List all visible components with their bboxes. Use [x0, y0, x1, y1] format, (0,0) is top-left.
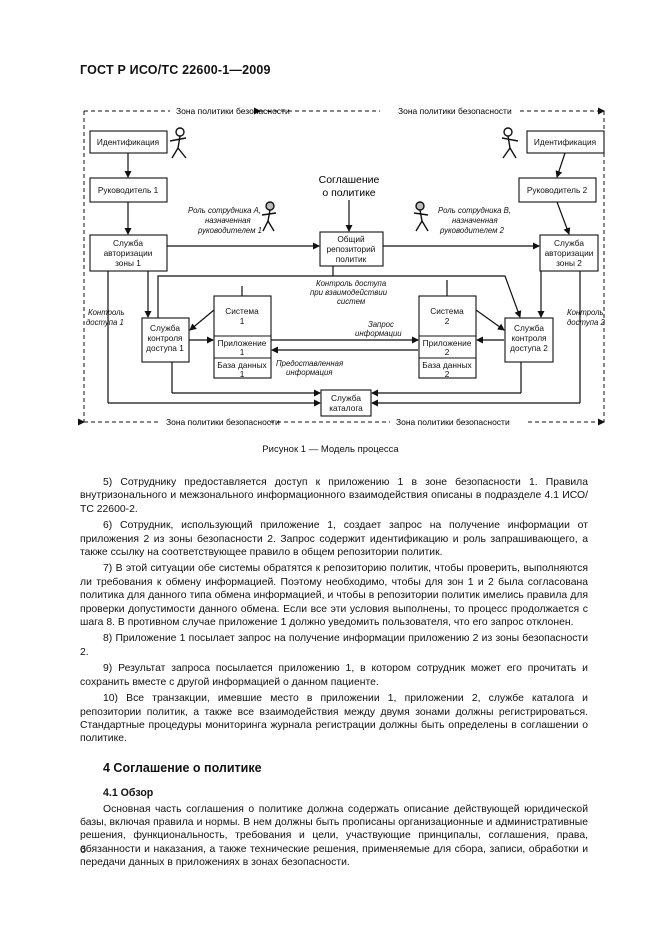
person-icon-role-b — [413, 201, 429, 232]
repo-l2: репозиторий — [327, 244, 376, 254]
access-right-l2: доступа 2 — [567, 318, 606, 327]
policy-agreement-l1: Соглашение — [319, 174, 380, 186]
policy-agreement-l2: о политике — [322, 187, 375, 199]
paragraph: 6) Сотрудник, использующий приложение 1,… — [80, 520, 588, 559]
zone-label-top-left: Зона политики безопасности — [176, 106, 290, 116]
authorization-box-right — [539, 234, 599, 272]
acs-left-l3: доступа 1 — [146, 343, 184, 353]
db1-l1: База данных — [217, 360, 267, 370]
manager-label-left: Руководитель 1 — [98, 185, 159, 195]
manager-label-right: Руководитель 2 — [527, 185, 588, 195]
figure-caption: Рисунок 1 — Модель процесса — [262, 444, 399, 455]
system1-l1: Система — [225, 306, 259, 316]
acs-right-l3: доступа 2 — [510, 343, 548, 353]
document-header: ГОСТ Р ИСО/ТС 22600-1—2009 — [80, 63, 271, 77]
catalog-box — [320, 389, 372, 417]
system2-l2: 2 — [445, 316, 450, 326]
document-body: 5) Сотруднику предоставляется доступ к п… — [80, 476, 588, 873]
role-b-l1: Роль сотрудника В, — [438, 206, 511, 215]
request-l1: Запрос — [368, 320, 394, 329]
page-number: 6 — [80, 844, 87, 856]
auth-right-l2: авторизации — [545, 248, 594, 258]
acs-left-l2: контроля — [147, 333, 182, 343]
catalog-l2: каталога — [329, 403, 363, 413]
provided-l1: Предоставленная — [276, 359, 344, 368]
role-a-l2: назначенная — [205, 216, 251, 225]
paragraph: Основная часть соглашения о политике дол… — [80, 803, 588, 869]
identification-label-left: Идентификация — [97, 137, 159, 147]
paragraph: 8) Приложение 1 посылает запрос на получ… — [80, 633, 588, 658]
acs-left-l1: Служба — [150, 323, 180, 333]
app1-l2: 1 — [240, 347, 245, 357]
auth-right-l3: зоны 2 — [556, 258, 582, 268]
role-a-l3: руководителем 1 — [197, 226, 262, 235]
authorization-box-left — [89, 234, 168, 272]
auth-left-l2: авторизации — [104, 248, 153, 258]
access-control-box-right — [504, 317, 554, 363]
subsection-heading: 4.1 Обзор — [103, 787, 154, 800]
catalog-l1: Служба — [331, 393, 361, 403]
system1-box — [213, 295, 272, 379]
request-l2: информации — [355, 329, 402, 338]
manager-box-left — [89, 177, 168, 203]
acs-right-l1: Служба — [514, 323, 544, 333]
app2-l2: 2 — [445, 347, 450, 357]
db2-l2: 2 — [445, 369, 450, 379]
role-b-l3: руководителем 2 — [439, 226, 505, 235]
paragraph: 5) Сотруднику предоставляется доступ к п… — [80, 477, 588, 515]
acs-right-l2: контроля — [511, 333, 546, 343]
sys-access-l3: систем — [337, 297, 366, 306]
paragraph: 7) В этой ситуации обе системы обратятся… — [80, 563, 588, 629]
app1-l1: Приложение — [218, 338, 267, 348]
zone-label-bottom-right: Зона политики безопасности — [396, 417, 510, 427]
system1-l2: 1 — [240, 316, 245, 326]
paragraph: 10) Все транзакции, имевшие место в прил… — [80, 693, 588, 745]
db1-l2: 1 — [240, 369, 245, 379]
access-right-l1: Контроль — [567, 308, 604, 317]
role-a-l1: Роль сотрудника А, — [188, 206, 261, 215]
access-control-box-left — [141, 317, 190, 363]
zone-label-bottom-left: Зона политики безопасности — [166, 417, 280, 427]
repo-l1: Общий — [337, 234, 365, 244]
zone-label-top-right: Зона политики безопасности — [398, 106, 512, 116]
person-icon-left — [169, 127, 187, 159]
db2-l1: База данных — [422, 360, 472, 370]
paragraph: 9) Результат запроса посылается приложен… — [80, 663, 588, 688]
person-icon-right — [501, 127, 519, 159]
access-left-l1: Контроль — [88, 308, 125, 317]
access-left-l2: доступа 1 — [86, 318, 124, 327]
auth-right-l1: Служба — [554, 238, 584, 248]
system2-box — [418, 295, 477, 379]
identification-label-right: Идентификация — [534, 137, 596, 147]
process-model-diagram: Зона политики безопасности Зона политики… — [78, 106, 606, 427]
provided-l2: информация — [286, 368, 333, 377]
auth-left-l3: зоны 1 — [115, 258, 141, 268]
section-heading: 4 Соглашение о политике — [103, 760, 262, 775]
repo-l3: политик — [336, 254, 367, 264]
auth-left-l1: Служба — [113, 238, 143, 248]
role-b-l2: назначенная — [452, 216, 498, 225]
app2-l1: Приложение — [423, 338, 472, 348]
sys-access-l2: при взаимодействии — [310, 288, 388, 297]
person-icon-role-a — [261, 201, 277, 232]
policy-repository-box — [319, 231, 384, 267]
system2-l1: Система — [430, 306, 464, 316]
identification-box-right — [526, 130, 605, 154]
sys-access-l1: Контроль доступа — [316, 279, 387, 288]
